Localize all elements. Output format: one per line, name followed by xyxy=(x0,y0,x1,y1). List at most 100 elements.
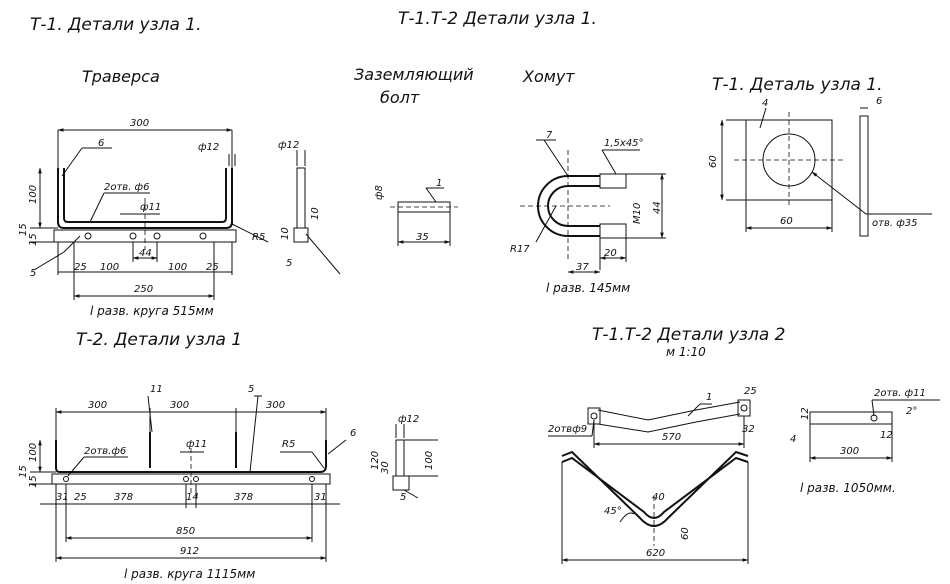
node2-angle-2: 2° xyxy=(906,406,917,417)
node2-v-bracket xyxy=(561,450,749,527)
traverse-t2-side-120: 120 xyxy=(370,451,381,470)
node2-holes-left: 2отвф9 xyxy=(548,424,587,435)
traverse-t1-hole xyxy=(199,232,207,240)
traverse-t2-dim-912: 912 xyxy=(180,546,199,557)
plate-pos6: 6 xyxy=(876,96,882,107)
ground-bolt-dim-35: 35 xyxy=(416,232,429,243)
traverse-t1-dim-300: 300 xyxy=(130,118,149,129)
traverse-t2-dim-300b: 300 xyxy=(170,400,189,411)
title-t1t2-node2: Т-1.Т-2 Детали узла 2 xyxy=(592,325,785,345)
node2-strip-top xyxy=(597,401,741,421)
plate-drawing: 4 6 60 60 отв. ф35 xyxy=(708,96,932,237)
traverse-t2-dim-378a: 378 xyxy=(114,492,133,503)
traverse-t2-dim-300a: 300 xyxy=(88,400,107,411)
clamp-thread: М10 xyxy=(632,203,643,224)
traverse-t1-dim-15: 15 xyxy=(18,223,29,236)
node2-dim-25: 25 xyxy=(744,386,757,397)
ground-bolt-pos1: 1 xyxy=(436,178,442,189)
ground-bolt-drawing: 1 ф8 35 xyxy=(374,178,458,246)
traverse-t1-dim-25a: 25 xyxy=(74,262,87,273)
node2-dim-620: 620 xyxy=(646,548,665,559)
traverse-t2-phi11: ф11 xyxy=(186,439,207,450)
traverse-t1-pos5: 5 xyxy=(30,268,36,279)
traverse-t2-dim-378b: 378 xyxy=(234,492,253,503)
plate-dim-w60: 60 xyxy=(780,216,793,227)
title-traverse: Траверса xyxy=(82,67,160,86)
clamp-thread-top xyxy=(599,173,627,189)
traverse-t1-note: l разв. круга 515мм xyxy=(90,304,214,318)
traverse-t1-dim-100: 100 xyxy=(28,185,39,204)
node2-dim-12: 12 xyxy=(800,407,811,420)
traverse-t2-note: l разв. круга 1115мм xyxy=(124,567,255,581)
traverse-t1-r5: R5 xyxy=(252,232,265,243)
node2-note: l разв. 1050мм. xyxy=(800,481,896,495)
node2-angle-45: 45° xyxy=(604,506,622,517)
traverse-t2-dim-14: 14 xyxy=(186,492,199,503)
traverse-t2-side-100: 100 xyxy=(424,451,435,470)
traverse-t2-dim-15: 15 xyxy=(18,465,29,478)
traverse-t2-holes-label: 2отв.ф6 xyxy=(84,446,126,457)
traverse-t1-side-10: 10 xyxy=(310,207,321,220)
traverse-t1-hole xyxy=(84,232,92,240)
clamp-thread-bottom xyxy=(599,223,627,239)
clamp-drawing: 7 1,5х45° R17 М10 44 20 37 l разв. 145мм xyxy=(510,130,666,295)
clamp-pos7: 7 xyxy=(546,130,553,141)
clamp-dim-20: 20 xyxy=(604,248,617,259)
traverse-t2-r5: R5 xyxy=(282,439,295,450)
node2-dim-60: 60 xyxy=(680,527,691,540)
node2-dim-300: 300 xyxy=(840,446,859,457)
clamp-r17: R17 xyxy=(510,244,530,255)
traverse-t1-side-phi12: ф12 xyxy=(278,140,299,151)
traverse-t1-phi12: ф12 xyxy=(198,142,219,153)
traverse-t1-dim-100b: 100 xyxy=(168,262,187,273)
title-clamp: Хомут xyxy=(522,67,575,86)
traverse-t2-dim-15b: 15 xyxy=(28,475,39,488)
plate-hole-label: отв. ф35 xyxy=(872,218,917,229)
title-ground-bolt-line2: болт xyxy=(380,88,420,107)
title-t1-detail-node1: Т-1. Деталь узла 1. xyxy=(712,75,883,95)
traverse-t1-dim-15b: 15 xyxy=(28,233,39,246)
node2-dim-4: 4 xyxy=(790,434,796,445)
node2-drawing: 1 25 32 2отвф9 570 45° 40 60 620 2отв. ф… xyxy=(548,386,940,564)
traverse-t1-holes-label: 2отв. ф6 xyxy=(104,182,149,193)
traverse-t1-dim-25b: 25 xyxy=(206,262,219,273)
clamp-chamfer: 1,5х45° xyxy=(604,138,644,149)
clamp-note: l разв. 145мм xyxy=(546,281,630,295)
traverse-t2-dim-100: 100 xyxy=(28,443,39,462)
traverse-t2-pos6: 6 xyxy=(350,428,356,439)
node2-dim-12b: 12 xyxy=(880,430,893,441)
traverse-t2-drawing: 300 11 300 5 300 2отв.ф6 ф11 R5 6 100 15… xyxy=(18,384,438,581)
traverse-t1-u-bar xyxy=(57,168,233,229)
plate-side-view xyxy=(859,115,869,237)
title-t2-node1: Т-2. Детали узла 1 xyxy=(76,330,242,350)
clamp-dim-44: 44 xyxy=(652,201,663,214)
traverse-t2-pos11: 11 xyxy=(150,384,163,395)
title-scale: м 1:10 xyxy=(666,345,706,359)
node2-dim-570: 570 xyxy=(662,432,681,443)
title-ground-bolt-line1: Заземляющий xyxy=(354,65,474,84)
traverse-t1-side-5: 5 xyxy=(286,258,292,269)
node2-dim-40: 40 xyxy=(652,492,665,503)
traverse-t1-side-view xyxy=(296,167,306,229)
traverse-t1-pos6: 6 xyxy=(98,138,104,149)
traverse-t2-dim-31a: 31 xyxy=(56,492,69,503)
title-t1-node1: Т-1. Детали узла 1. xyxy=(30,15,202,35)
traverse-t1-dim-100a: 100 xyxy=(100,262,119,273)
traverse-t2-pos5: 5 xyxy=(248,384,254,395)
traverse-t1-dim-250: 250 xyxy=(134,284,153,295)
traverse-t1-phi11: ф11 xyxy=(140,202,161,213)
node2-holes-right: 2отв. ф11 xyxy=(874,388,926,399)
clamp-dim-37: 37 xyxy=(576,262,589,273)
title-t1t2-node1: Т-1.Т-2 Детали узла 1. xyxy=(398,9,597,29)
traverse-t1-dim-44: 44 xyxy=(139,248,152,259)
ground-bolt-phi8: ф8 xyxy=(374,185,385,200)
traverse-t2-dim-25: 25 xyxy=(74,492,87,503)
traverse-t1-drawing: 300 6 ф12 2отв. ф6 ф11 100 15 15 5 R5 xyxy=(18,118,341,318)
traverse-t2-side-5: 5 xyxy=(400,492,406,503)
plate-dim-h60: 60 xyxy=(708,155,719,168)
traverse-t2-dim-850: 850 xyxy=(176,526,195,537)
node2-side-strip xyxy=(809,411,893,425)
traverse-t1-hole xyxy=(129,232,137,240)
traverse-t2-side-phi12: ф12 xyxy=(398,414,419,425)
